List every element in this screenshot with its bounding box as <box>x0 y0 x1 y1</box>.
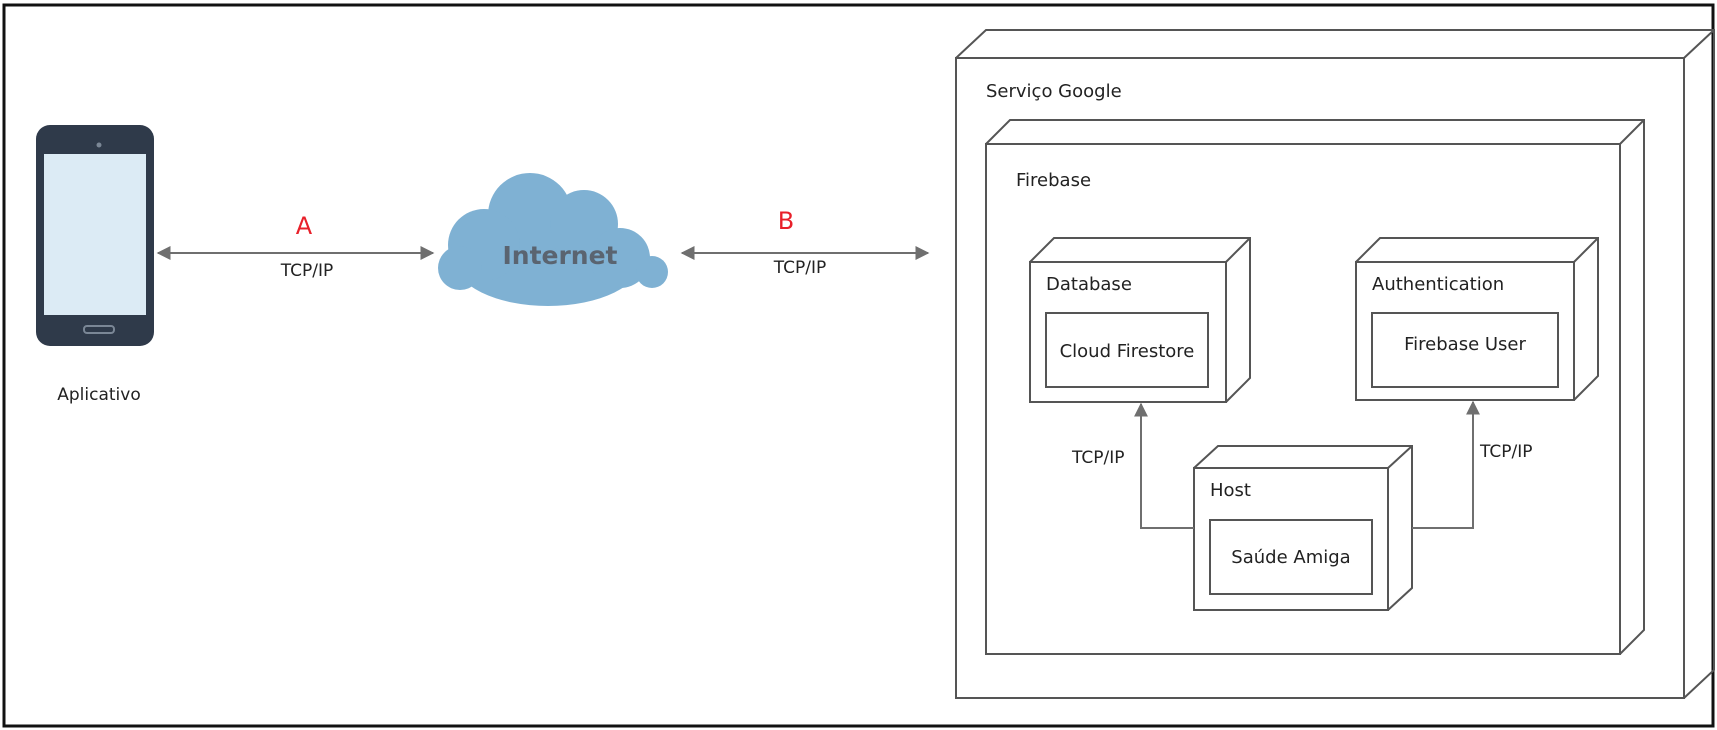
phone-icon <box>36 125 154 346</box>
outer-frame <box>2 3 1715 728</box>
host-node <box>1193 445 1413 611</box>
internet-cloud-icon <box>438 173 668 306</box>
link-b-letter: B <box>778 207 794 235</box>
link-a-protocol: TCP/IP <box>280 261 334 281</box>
database-title: Database <box>1046 274 1132 295</box>
authentication-node <box>1355 237 1599 401</box>
internet-label: Internet <box>502 241 617 270</box>
firebase-node <box>985 119 1645 655</box>
app-label: Aplicativo <box>57 385 140 405</box>
database-node <box>1029 237 1251 403</box>
authentication-title: Authentication <box>1372 274 1504 295</box>
google-service-node <box>955 29 1715 699</box>
host-auth-arrow <box>1412 400 1480 529</box>
firebase-user-label: Firebase User <box>1404 334 1526 355</box>
link-a-letter: A <box>296 212 313 240</box>
google-service-title: Serviço Google <box>986 81 1122 102</box>
host-auth-protocol: TCP/IP <box>1479 442 1533 462</box>
host-database-arrow <box>1134 402 1194 529</box>
host-title: Host <box>1210 480 1251 501</box>
saude-amiga-label: Saúde Amiga <box>1231 547 1350 568</box>
link-b-protocol: TCP/IP <box>773 258 827 278</box>
cloud-firestore-label: Cloud Firestore <box>1060 341 1195 362</box>
host-database-protocol: TCP/IP <box>1071 448 1125 468</box>
firebase-title: Firebase <box>1016 170 1091 191</box>
